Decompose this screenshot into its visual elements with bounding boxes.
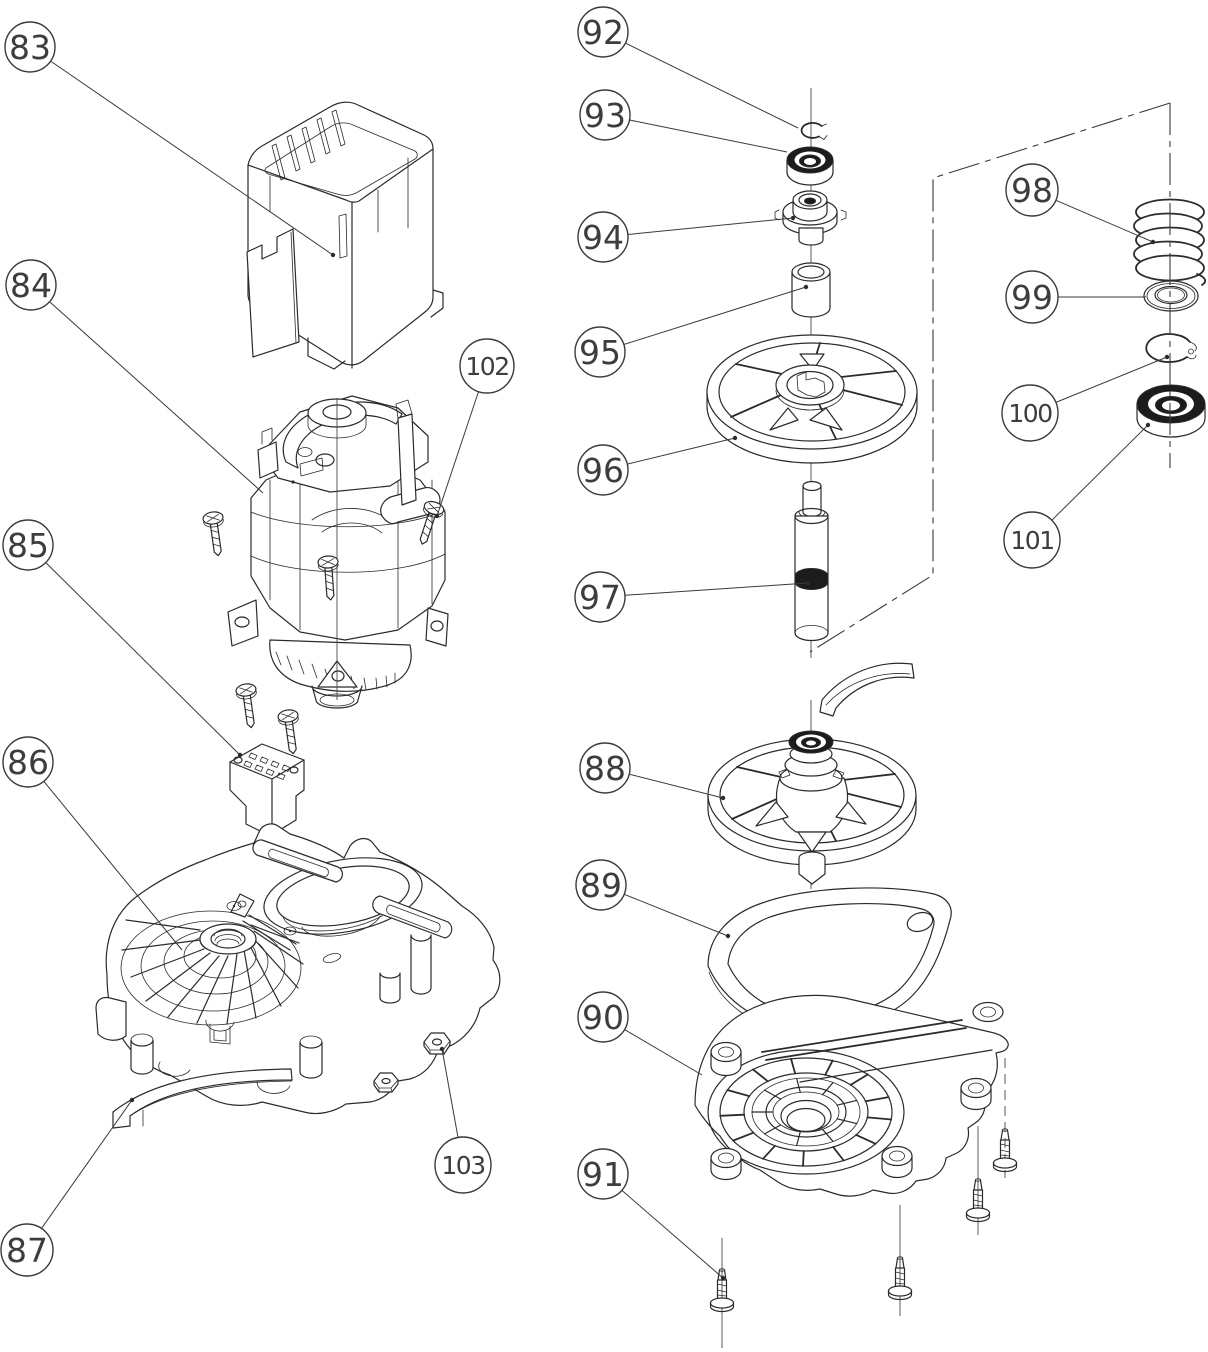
callout-100: 100	[1001, 354, 1170, 442]
callout-91: 91	[577, 1148, 726, 1281]
motor-housing-cover	[246, 101, 444, 370]
callout-86: 86	[2, 736, 183, 951]
callout-label: 88	[584, 749, 626, 788]
field-coil-end	[380, 487, 441, 525]
callout-label: 101	[1010, 526, 1053, 555]
bearing-collar	[774, 190, 847, 246]
callout-94: 94	[577, 211, 796, 263]
arc-segment	[819, 662, 915, 717]
callout-label: 99	[1011, 278, 1053, 317]
coil-spring	[1133, 198, 1207, 286]
shaft-band	[794, 568, 829, 590]
latch-clip	[205, 1019, 235, 1045]
screw-bosses	[710, 1001, 1004, 1181]
drive-shaft	[794, 480, 829, 642]
spacer-sleeve	[791, 262, 831, 318]
outer-ribs	[719, 1057, 893, 1167]
callout-label: 97	[579, 578, 621, 617]
vent-slots	[271, 109, 346, 181]
callout-98: 98	[1005, 163, 1156, 245]
callout-96: 96	[577, 435, 738, 496]
callout-95: 95	[574, 284, 809, 378]
callouts: 83 84 85 86 87 88 89	[0, 6, 1170, 1281]
hub	[775, 364, 845, 406]
rail-right	[372, 895, 453, 939]
terminal-holes	[243, 752, 291, 780]
callout-label: 92	[582, 13, 624, 52]
hex-nut-b	[373, 1072, 399, 1093]
circlip	[1145, 333, 1197, 363]
screw	[965, 1178, 991, 1223]
callout-label: 103	[441, 1151, 484, 1180]
callout-84: 84	[5, 259, 264, 494]
callout-99: 99	[1005, 270, 1146, 324]
callout-label: 84	[10, 266, 52, 305]
callout-89: 89	[575, 859, 731, 939]
shaft-tip	[798, 851, 826, 885]
callout-97: 97	[574, 571, 811, 623]
phantom-boundary	[809, 102, 1171, 653]
lower-left-tab	[246, 228, 300, 358]
callout-103: 103	[434, 1046, 492, 1194]
washer	[1143, 280, 1199, 312]
cover-screws	[709, 1058, 1018, 1348]
gearbox-housing	[95, 823, 501, 1115]
impeller-wheel	[706, 334, 918, 464]
screw	[992, 1128, 1018, 1173]
callout-label: 86	[7, 743, 49, 782]
callout-label: 87	[6, 1231, 48, 1270]
callout-102: 102	[434, 338, 515, 519]
ball-bearing-lower	[1136, 384, 1206, 438]
callout-label: 83	[9, 28, 51, 67]
terminal-strip	[397, 413, 417, 506]
callout-85: 85	[2, 519, 243, 758]
callout-label: 93	[584, 96, 626, 135]
callout-93: 93	[579, 89, 788, 153]
callout-label: 96	[582, 451, 624, 490]
callout-88: 88	[579, 742, 726, 801]
gear-cover	[694, 994, 1009, 1197]
callout-label: 94	[582, 218, 624, 257]
ball-bearing-upper	[786, 146, 834, 186]
hex-nut-a	[423, 1032, 451, 1055]
retaining-clip	[800, 122, 828, 140]
callout-label: 102	[465, 352, 508, 381]
screw	[709, 1268, 735, 1313]
callout-101: 101	[1003, 422, 1151, 569]
mount-ear-left	[227, 599, 259, 647]
callout-92: 92	[577, 6, 799, 129]
callout-label: 95	[579, 333, 621, 372]
impeller-cone	[775, 777, 849, 833]
callout-87: 87	[0, 1097, 135, 1277]
callout-label: 89	[580, 866, 622, 905]
callout-label: 91	[582, 1155, 624, 1194]
bottom-tab	[307, 337, 346, 370]
terminal-block	[229, 743, 305, 837]
threaded-boss	[199, 923, 257, 955]
callout-label: 100	[1008, 399, 1052, 428]
callout-83: 83	[4, 21, 336, 258]
callout-label: 85	[7, 526, 49, 565]
callout-label: 90	[582, 998, 624, 1037]
front-slot	[338, 213, 348, 259]
right-tab	[430, 289, 444, 318]
callout-label: 98	[1011, 171, 1053, 210]
screw	[887, 1256, 913, 1301]
inner-ribs	[751, 1077, 858, 1147]
motor-assembly	[202, 395, 449, 755]
hex-nuts	[373, 1032, 451, 1093]
callout-90: 90	[577, 991, 703, 1076]
fan-wheel-assembly	[707, 730, 917, 885]
mount-ear-right	[425, 607, 449, 647]
